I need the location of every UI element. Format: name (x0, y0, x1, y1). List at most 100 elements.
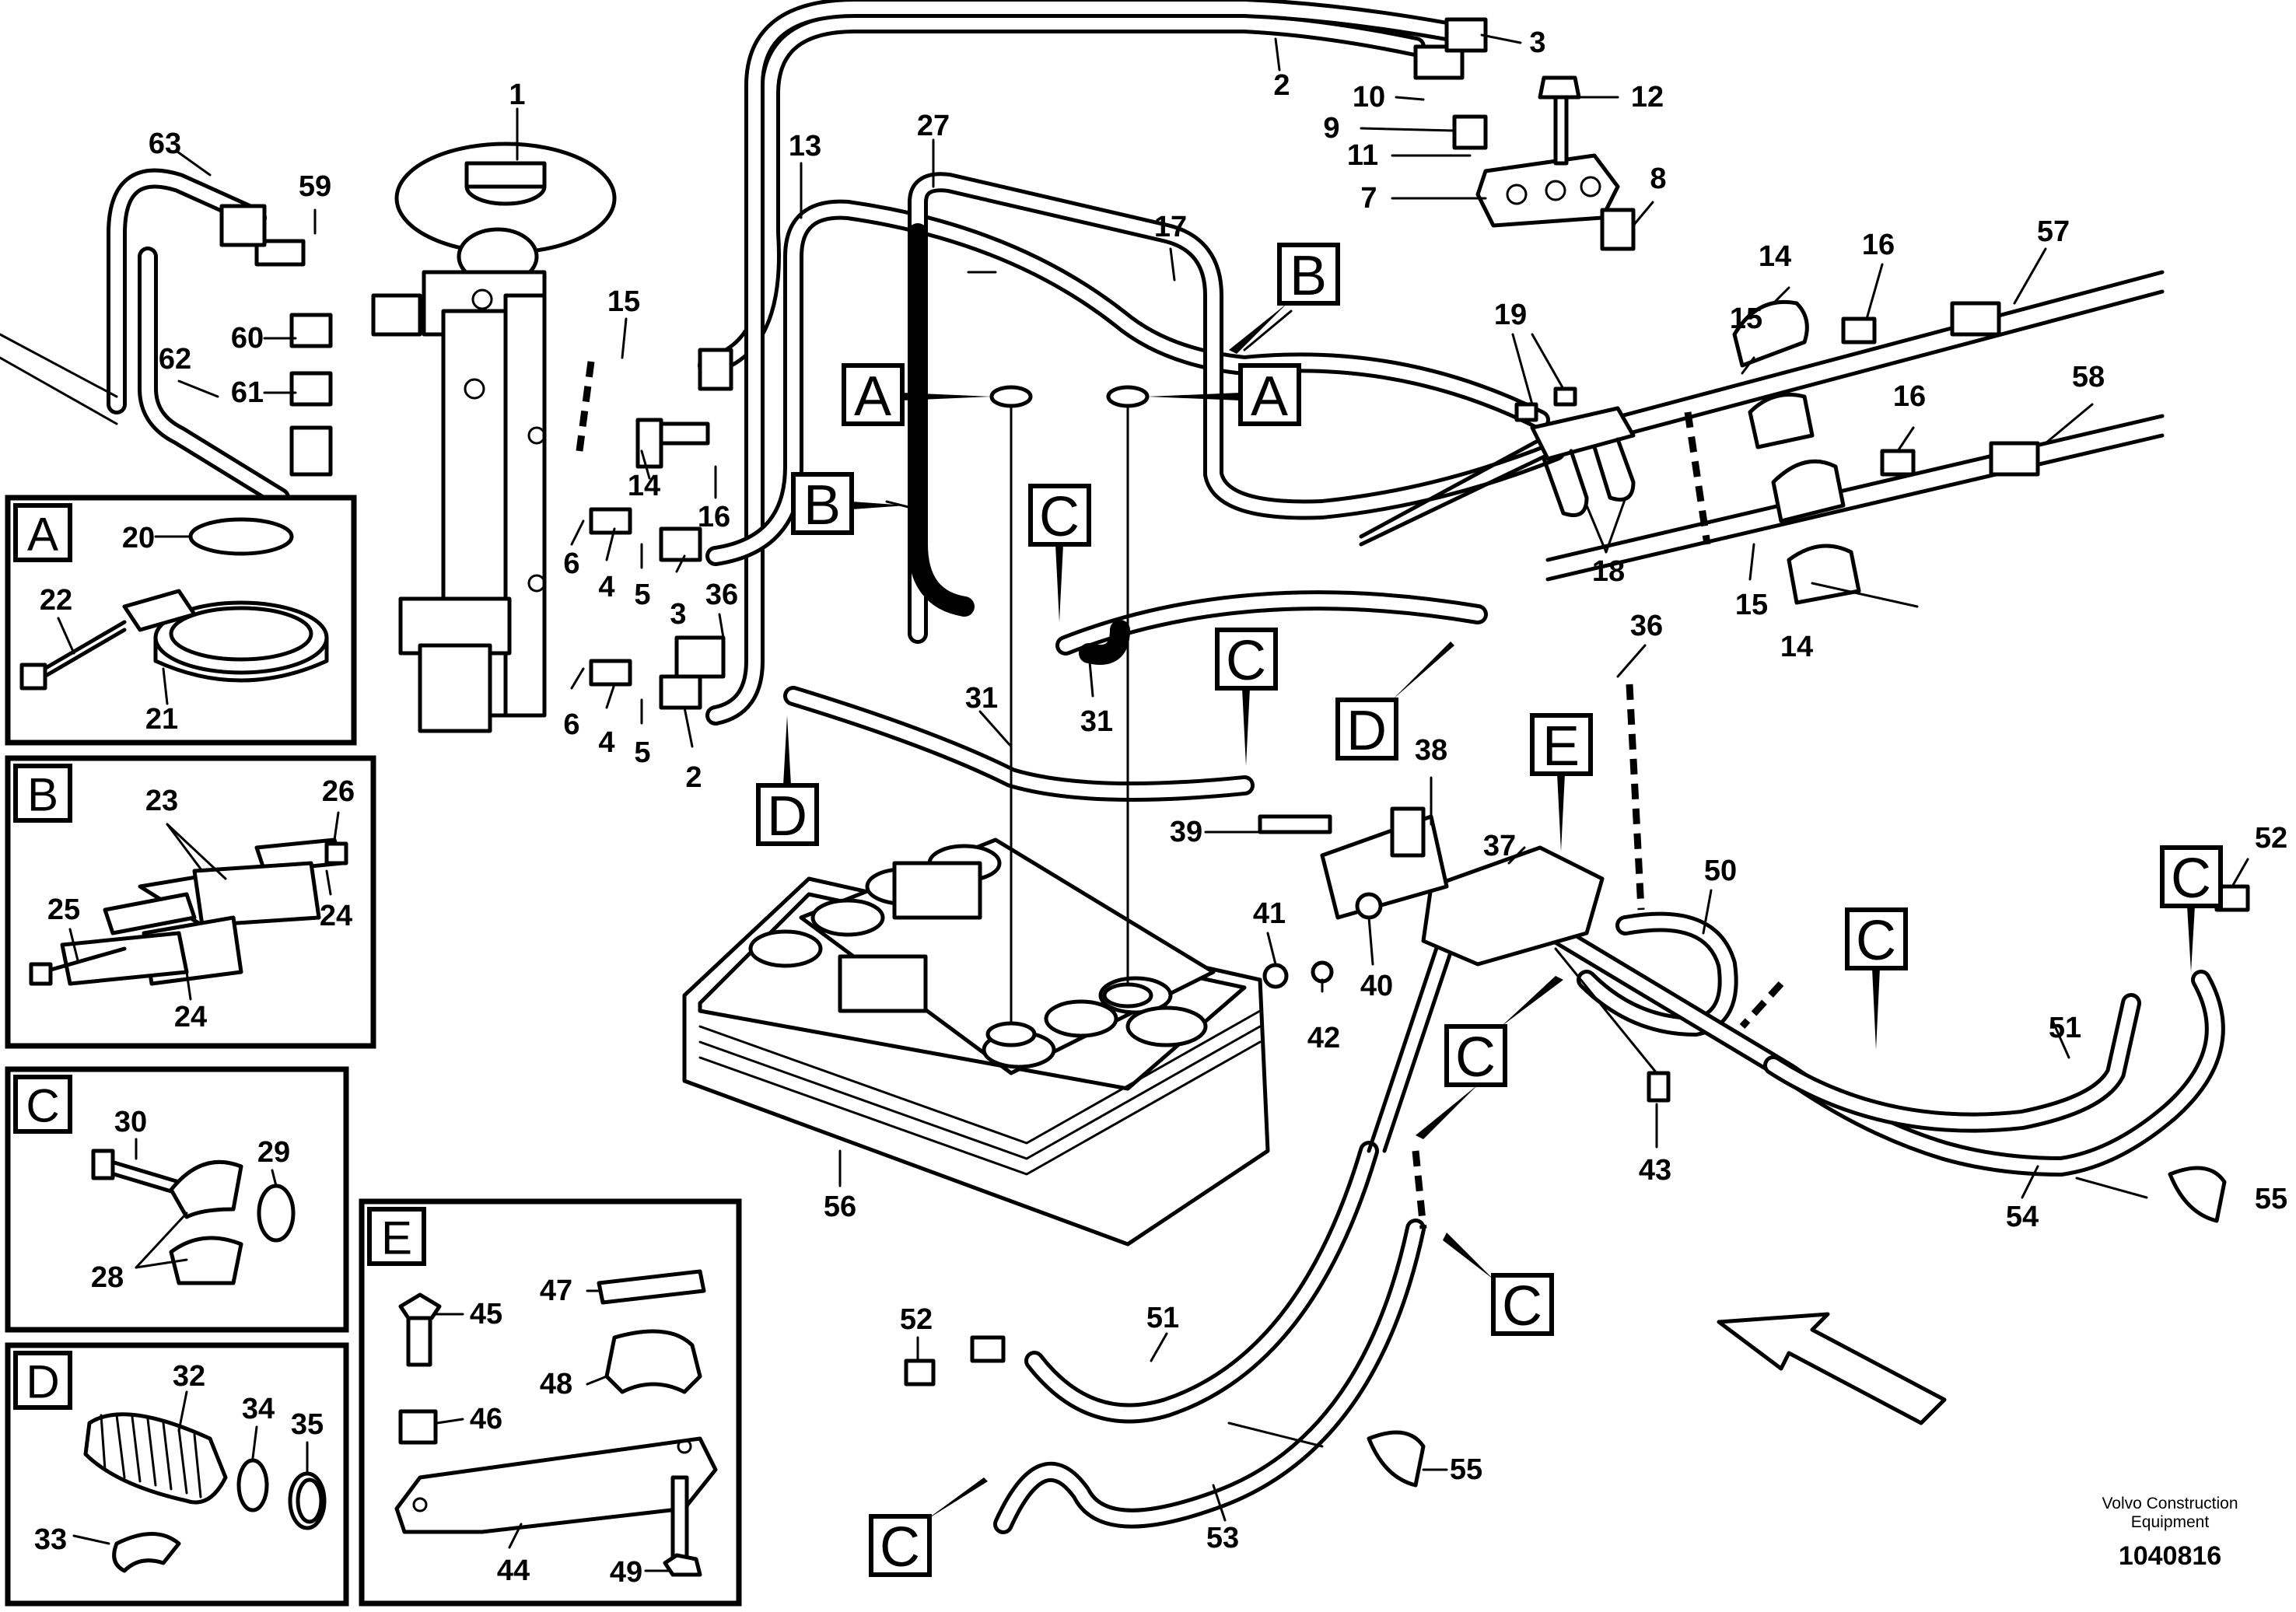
detail-panel-c: C 30 29 28 (5, 1066, 349, 1333)
panel-e-part: 48 (540, 1368, 572, 1400)
callout: 57 (2037, 215, 2070, 248)
callout: 19 (1494, 299, 1527, 331)
callout: 31 (1080, 705, 1113, 738)
hoses (0, 0, 2225, 1534)
view-marker-a: A (854, 365, 891, 428)
callout: 13 (789, 130, 821, 163)
footer: Volvo Construction Equipment 1040816 (2102, 1495, 2238, 1571)
dashed-leaders (576, 361, 1784, 1229)
callout: 15 (607, 285, 640, 318)
panel-a-part: 22 (40, 584, 72, 617)
panel-c-part: 29 (257, 1136, 290, 1169)
callout: 5 (634, 579, 650, 611)
panel-b-part: 24 (174, 1001, 207, 1033)
fittings-left (219, 204, 733, 710)
callout: 8 (1650, 163, 1666, 195)
panel-b-part: 26 (322, 775, 355, 808)
callout: 60 (231, 322, 264, 355)
callout: 36 (705, 579, 738, 611)
callout: 58 (2072, 361, 2105, 393)
detail-panel-a: A 20 22 21 (5, 495, 357, 746)
callout: 38 (1415, 734, 1447, 767)
callout: 50 (1704, 855, 1737, 887)
callout: 55 (2255, 1183, 2287, 1215)
view-marker-c: C (1455, 1026, 1496, 1089)
view-marker-e: E (1542, 715, 1580, 778)
callout: 9 (1323, 112, 1339, 145)
view-marker-d: D (1346, 700, 1387, 762)
view-marker-c: C (880, 1516, 920, 1579)
panel-b-part: 25 (47, 893, 80, 926)
callout: 52 (900, 1303, 933, 1336)
panel-c-part: 30 (114, 1106, 147, 1138)
view-marker-c: C (1226, 630, 1266, 692)
panel-a-part: 21 (145, 703, 178, 736)
panel-b-part: 23 (145, 785, 178, 817)
view-markers: A A B B C C C C C C C (756, 243, 2223, 1579)
view-marker-b: B (803, 474, 841, 537)
panel-e-part: 45 (470, 1298, 502, 1331)
callout: 11 (1347, 139, 1378, 172)
callout: 15 (1735, 589, 1768, 621)
callout: 54 (2006, 1201, 2039, 1233)
callout: 4 (598, 726, 614, 759)
panel-d-part: 32 (173, 1360, 205, 1393)
callout: 18 (1592, 555, 1625, 588)
callout-numbers: 1 2 2 3 3 4 4 5 5 6 6 7 8 9 10 11 12 13 … (149, 26, 2287, 1554)
callout: 37 (1483, 830, 1516, 862)
panel-e-part: 46 (470, 1403, 502, 1435)
view-marker-c: C (1039, 486, 1080, 548)
callout: 16 (698, 501, 730, 533)
view-marker-b: B (1290, 245, 1327, 307)
callout: 14 (1759, 240, 1791, 273)
view-marker-c: C (1502, 1275, 1542, 1338)
view-marker-c: C (1856, 910, 1896, 972)
detail-panel-e: E 45 47 46 48 44 49 (359, 1198, 742, 1607)
view-marker-a: A (1251, 365, 1288, 428)
view-marker-c: C (2171, 848, 2211, 910)
callout: 3 (1529, 26, 1545, 59)
callout: 41 (1253, 897, 1286, 930)
callout: 12 (1631, 81, 1664, 114)
distribution-block (1258, 806, 1671, 1103)
callout: 27 (917, 110, 950, 142)
callout: 1 (509, 79, 525, 111)
callout: 15 (1730, 302, 1762, 335)
callout: 14 (1780, 631, 1813, 663)
callout: 6 (563, 708, 579, 741)
callout: 3 (670, 598, 686, 631)
callout: 16 (1862, 229, 1895, 261)
panel-a-part: 20 (122, 522, 155, 554)
panel-b-part: 24 (320, 900, 352, 932)
leader-lines (176, 33, 2249, 1522)
callout: 51 (2049, 1012, 2081, 1044)
alignment-lines (985, 385, 1153, 1047)
callout: 43 (1639, 1154, 1671, 1187)
callout: 2 (685, 761, 702, 794)
callout: 62 (159, 343, 191, 376)
document-number: 1040816 (2119, 1541, 2221, 1571)
panel-label: C (26, 1080, 59, 1132)
callout: 52 (2255, 822, 2287, 855)
panel-c-part: 28 (91, 1261, 124, 1294)
brand-line-1: Volvo Construction (2102, 1495, 2238, 1512)
callout: 51 (1146, 1302, 1179, 1334)
callout: 59 (299, 170, 331, 203)
brand-line-2: Equipment (2131, 1513, 2210, 1531)
detail-panel-d: D 32 34 35 33 (5, 1342, 349, 1607)
panel-label: A (27, 509, 58, 561)
manifold-block (1413, 17, 1636, 251)
panel-e-part: 47 (540, 1275, 572, 1307)
callout: 6 (563, 547, 579, 580)
panel-e-part: 44 (497, 1554, 530, 1587)
panel-label: B (27, 769, 58, 821)
direction-arrow (1717, 1312, 1947, 1425)
callout: 56 (824, 1191, 856, 1223)
clamp-halves (1732, 299, 2040, 605)
panel-d-part: 33 (34, 1523, 67, 1556)
callout: 55 (1450, 1453, 1482, 1486)
callout: 10 (1353, 81, 1385, 114)
callout: 39 (1170, 816, 1202, 848)
panel-label: D (26, 1356, 59, 1408)
